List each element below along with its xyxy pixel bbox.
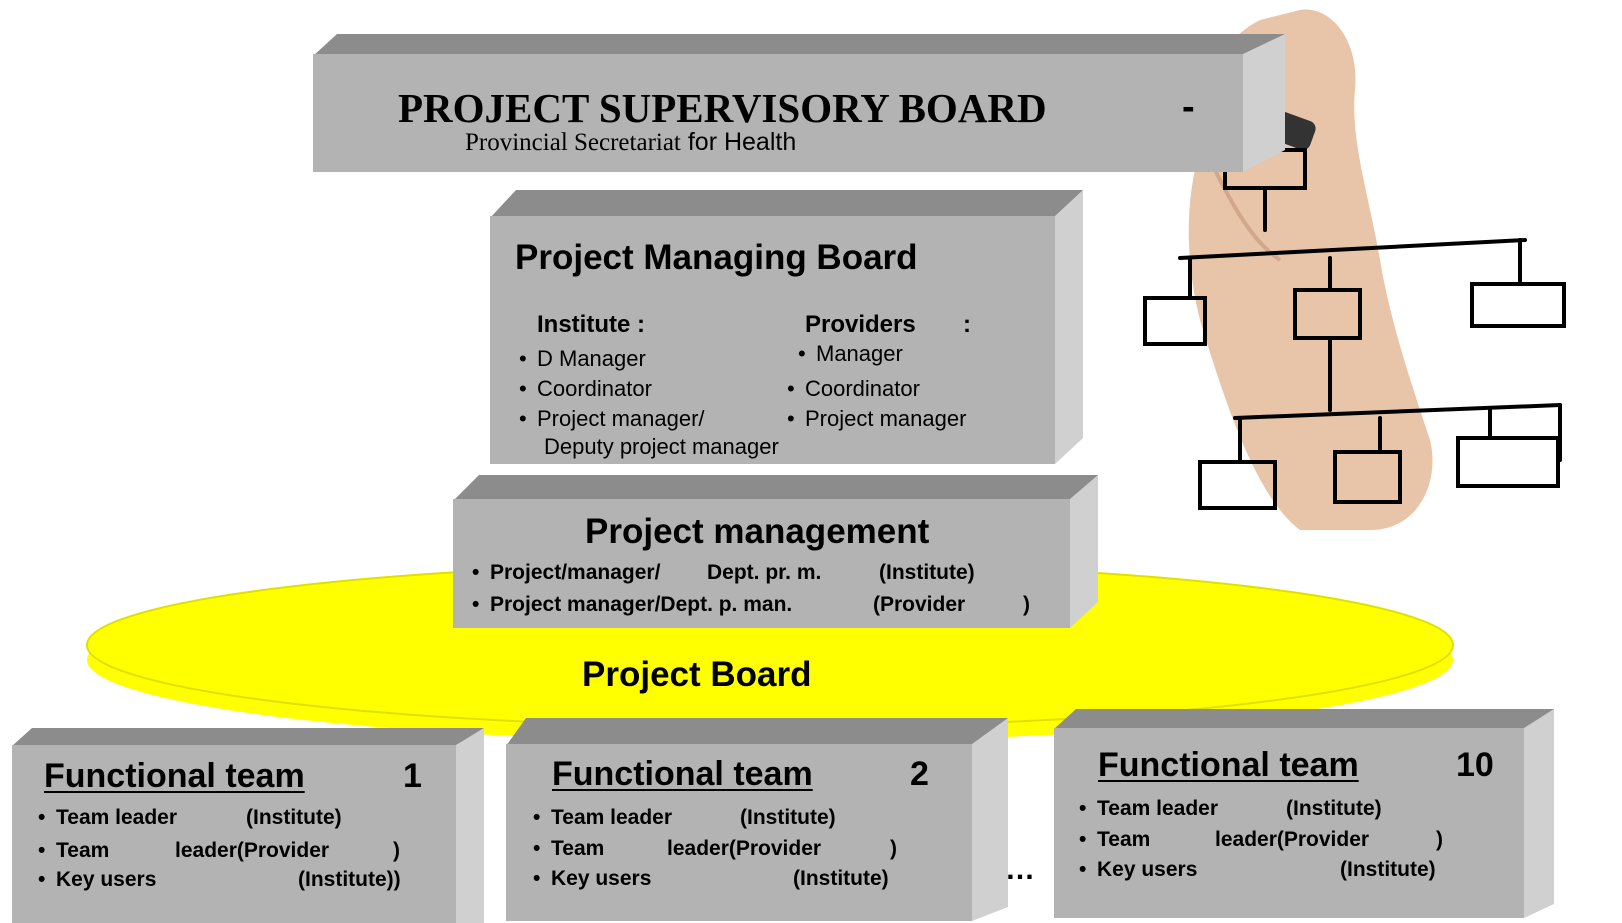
team-item-role: (Institute)) [298, 868, 401, 891]
institute-item: D Manager [519, 346, 646, 372]
providers-heading: Providers [805, 311, 916, 338]
functional-team-title: Functional team 10 [1098, 746, 1494, 784]
team-item-role: (Institute) [1286, 797, 1382, 820]
institute-item: Coordinator [519, 376, 652, 402]
subtitle-sans-part: for Health [687, 128, 797, 156]
team-item: Team leader [533, 806, 672, 830]
institute-item-continuation: Deputy project manager [544, 434, 779, 459]
team-item: Team leader [1079, 797, 1218, 821]
team-item: Key users [38, 868, 156, 892]
team-item-close: ) [890, 837, 897, 860]
functional-team-title: Functional team 2 [552, 755, 929, 793]
project-board-label: Project Board [582, 655, 812, 694]
team-item-close: ) [393, 839, 400, 862]
providers-item: Coordinator [787, 376, 920, 402]
team-item-role: (Institute) [1340, 858, 1436, 881]
institute-heading: Institute : [537, 311, 645, 338]
project-management-institute: (Institute) [879, 561, 975, 584]
subtitle-serif-part: Provincial Secretariat [465, 129, 681, 156]
managing-board-title: Project Managing Board [515, 238, 918, 277]
team-item-role: leader(Provider [667, 837, 822, 860]
team-item-role: (Institute) [740, 806, 836, 829]
providers-item: Manager [798, 341, 903, 367]
team-item: Team leader [38, 806, 177, 830]
supervisory-board-title: PROJECT SUPERVISORY BOARD [398, 85, 1047, 131]
supervisory-board-dash: - [1182, 86, 1195, 128]
team-item: Team [1079, 828, 1150, 852]
providers-colon: : [963, 311, 971, 338]
team-item: Key users [533, 867, 651, 891]
project-management-provider-close: ) [1023, 593, 1030, 616]
team-item: Key users [1079, 858, 1197, 882]
supervisory-board-subtitle: Provincial Secretariat for Health [465, 128, 796, 157]
institute-item: Project manager/ [519, 406, 704, 432]
project-management-dept: Dept. pr. m. [707, 561, 822, 584]
project-management-provider: (Provider [873, 593, 966, 616]
team-item-role: leader(Provider [175, 839, 330, 862]
providers-item: Project manager [787, 406, 966, 432]
team-item: Team [38, 839, 109, 863]
more-teams-ellipsis: … [1005, 853, 1035, 886]
project-management-item: Project manager/Dept. p. man. [472, 593, 792, 617]
functional-team-title: Functional team 1 [44, 757, 422, 795]
project-management-title: Project management [585, 512, 930, 551]
team-item-close: ) [1436, 828, 1443, 851]
team-item: Team [533, 837, 604, 861]
team-item-role: leader(Provider [1215, 828, 1370, 851]
team-item-role: (Institute) [246, 806, 342, 829]
team-item-role: (Institute) [793, 867, 889, 890]
project-management-item: Project/manager/ [472, 561, 660, 585]
